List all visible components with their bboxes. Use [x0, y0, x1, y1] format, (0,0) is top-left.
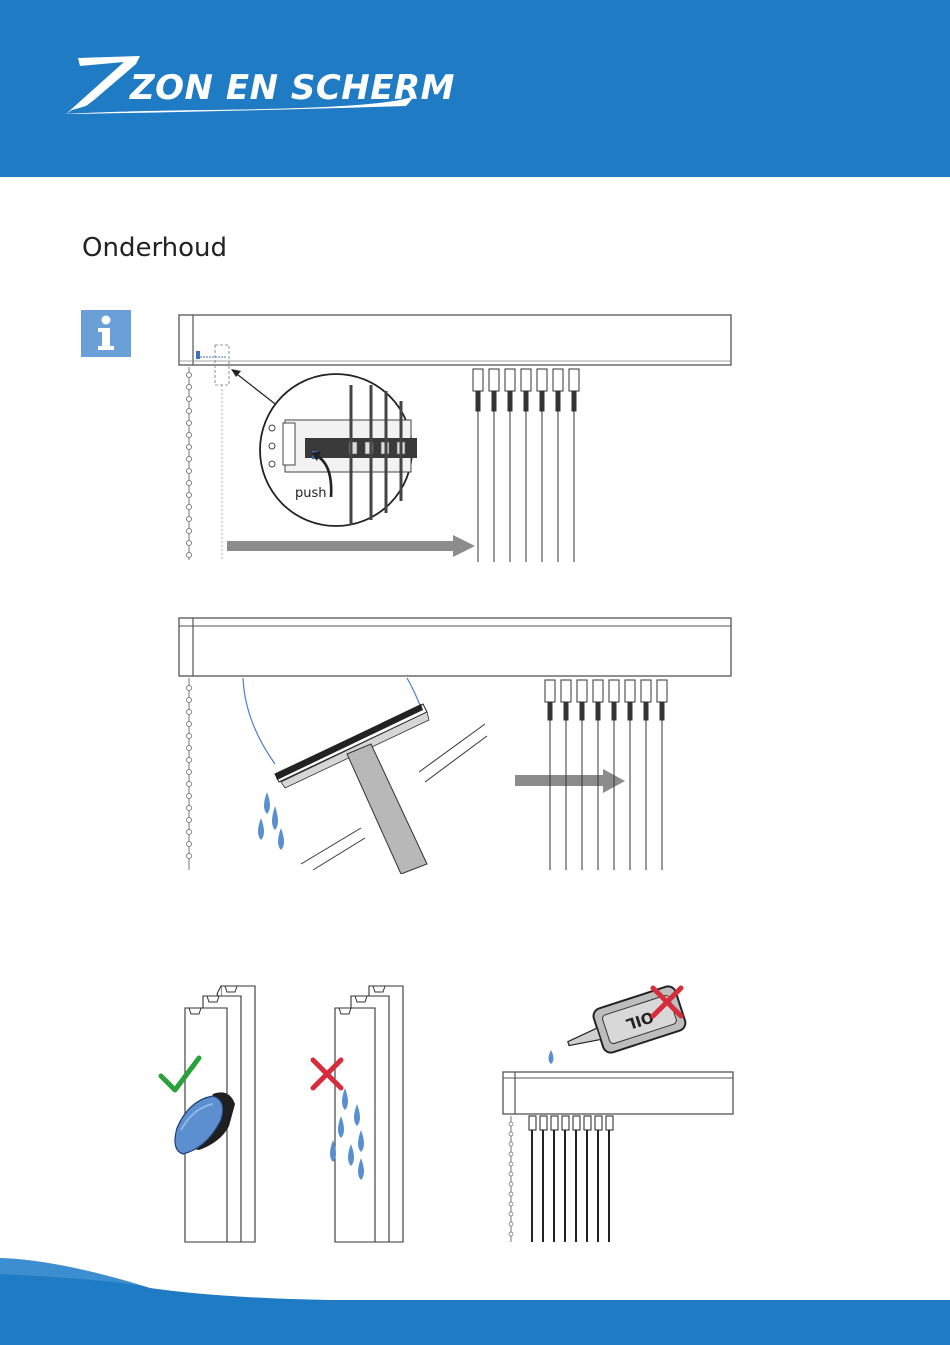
figure-oil-not-ok: OIL: [495, 980, 740, 1245]
footer-wave: [0, 1240, 950, 1345]
bead-chain: [187, 678, 192, 870]
page-header: ZON EN SCHERM: [0, 0, 950, 177]
figure-clean-headrail: [175, 612, 735, 874]
brand-logo: ZON EN SCHERM: [58, 50, 418, 122]
figure-push-carriers: push: [175, 305, 735, 570]
water-drops: [258, 792, 284, 850]
page-title: Onderhoud: [82, 233, 227, 263]
oil-can-icon: OIL: [549, 984, 688, 1064]
arrow-right-icon: [227, 535, 475, 557]
brand-name: ZON EN SCHERM: [130, 68, 455, 108]
slat-hangers: [529, 1116, 613, 1242]
squeegee-icon: [275, 704, 429, 874]
figure-brush-ok: [155, 980, 265, 1245]
figure-water-not-ok: [305, 980, 415, 1245]
arrow-right-icon: [515, 769, 625, 793]
bead-chain: [187, 367, 192, 560]
info-icon: [81, 310, 131, 357]
detail-magnifier: push: [260, 374, 417, 526]
push-label: push: [295, 486, 327, 501]
slat-hangers: [473, 369, 579, 562]
